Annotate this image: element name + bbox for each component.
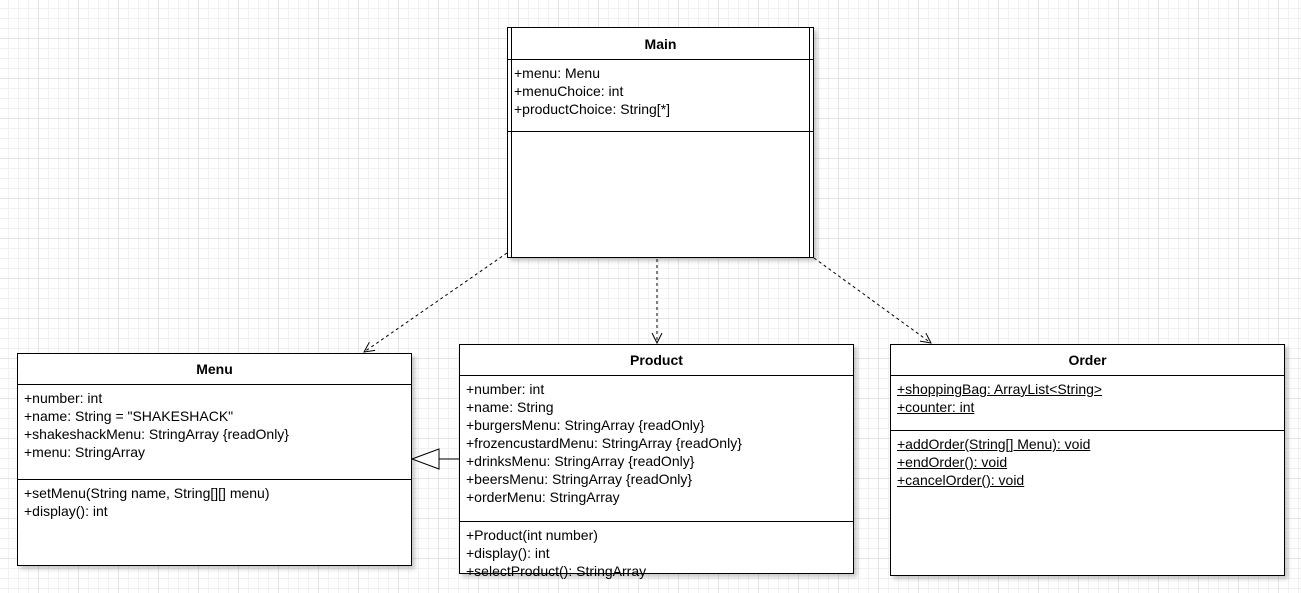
operation: +display(): int (24, 503, 108, 519)
attribute: +drinksMenu: StringArray {readOnly} (466, 453, 695, 469)
class-main-operations (508, 132, 813, 257)
class-menu-name: Menu (18, 354, 411, 385)
operation: +setMenu(String name, String[][] menu) (24, 485, 270, 501)
class-menu-attributes: +number: int +name: String = "SHAKESHACK… (18, 385, 411, 480)
attribute: +number: int (24, 390, 103, 406)
class-menu[interactable]: Menu +number: int +name: String = "SHAKE… (17, 353, 412, 566)
class-product[interactable]: Product +number: int +name: String +burg… (459, 344, 854, 579)
class-main-name: Main (508, 28, 813, 60)
attribute: +orderMenu: StringArray (466, 489, 620, 505)
class-order-operations: +addOrder(String[] Menu): void +endOrder… (891, 431, 1284, 575)
attribute: +productChoice: String[*] (514, 101, 671, 117)
class-order-name: Order (891, 345, 1284, 376)
attribute: +menu: StringArray (24, 444, 145, 460)
class-order[interactable]: Order +shoppingBag: ArrayList<String> +c… (890, 344, 1285, 576)
class-product-name: Product (460, 345, 853, 376)
attribute: +shakeshackMenu: StringArray {readOnly} (24, 426, 289, 442)
static-attribute: +shoppingBag: ArrayList<String> (897, 381, 1103, 397)
class-product-attributes: +number: int +name: String +burgersMenu:… (460, 376, 853, 522)
class-main-attributes: +menu: Menu +menuChoice: int +productCho… (508, 60, 813, 132)
class-menu-operations: +setMenu(String name, String[][] menu) +… (18, 480, 411, 565)
attribute: +name: String = "SHAKESHACK" (24, 408, 234, 424)
operation: +Product(int number) (466, 527, 598, 543)
attribute: +burgersMenu: StringArray {readOnly} (466, 417, 705, 433)
attribute: +menu: Menu (514, 65, 600, 81)
class-main[interactable]: Main +menu: Menu +menuChoice: int +produ… (507, 27, 814, 258)
attribute: +name: String (466, 399, 554, 415)
dependency-main-menu (364, 252, 508, 352)
attribute: +beersMenu: StringArray {readOnly} (466, 471, 693, 487)
class-order-attributes: +shoppingBag: ArrayList<String> +counter… (891, 376, 1284, 431)
static-operation: +cancelOrder(): void (897, 472, 1025, 488)
operation: +display(): int (466, 545, 550, 561)
static-operation: +endOrder(): void (897, 454, 1008, 470)
attribute: +frozencustardMenu: StringArray {readOnl… (466, 435, 742, 451)
dependency-main-order (813, 257, 931, 343)
class-product-operations: +Product(int number) +display(): int +se… (460, 522, 853, 584)
static-attribute: +counter: int (897, 399, 975, 415)
static-operation: +addOrder(String[] Menu): void (897, 436, 1091, 452)
operation: +selectProduct(): StringArray (466, 563, 647, 579)
attribute: +menuChoice: int (514, 83, 624, 99)
generalization-arrowhead (410, 448, 440, 470)
attribute: +number: int (466, 381, 545, 397)
